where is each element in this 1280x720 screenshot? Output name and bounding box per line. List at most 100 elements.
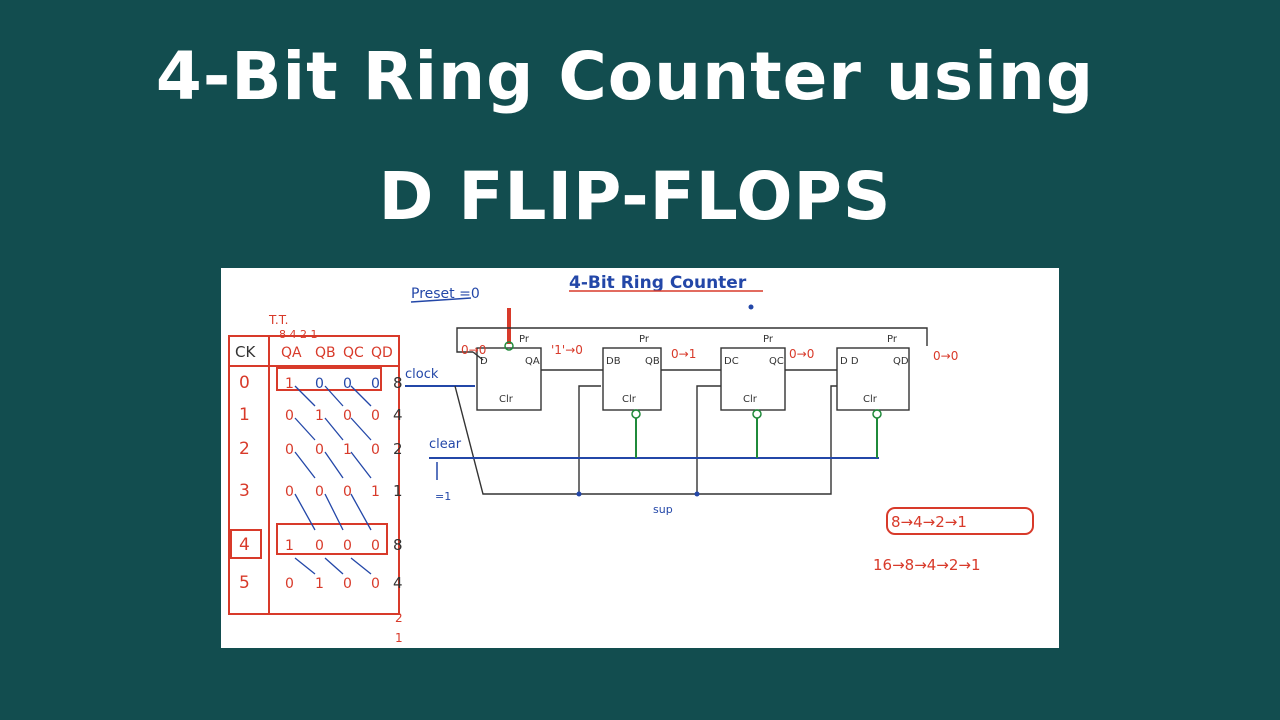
tt-q-cell: 0 [371,576,380,592]
tt-dec-cell: 1 [393,482,403,500]
preset-underline [410,297,472,303]
tt-q-cell: 1 [343,442,352,458]
tt-q-cell: 0 [371,408,380,424]
tt-header-qd: QD [371,345,393,361]
clear-bubble [872,409,882,419]
feedback-loop [456,327,928,353]
truth-table-border [228,335,400,615]
ff-q-label: QA [525,356,540,367]
ff-d-label: DC [724,356,739,367]
transition-1: '1'→0 [551,343,583,357]
tt-q-cell: 1 [285,538,294,554]
ff-q-label: QB [645,356,660,367]
ff-d-label: D D [840,356,859,367]
transition-0: 0→0 [461,343,486,357]
tt-ck-cell: 0 [239,373,250,393]
tt-q-cell: 0 [315,376,324,392]
ff-q-label: QD [893,356,909,367]
ff-pr-label: Pr [519,334,530,345]
tt-q-cell: 0 [315,538,324,554]
tt-q-cell: 0 [285,442,294,458]
diagram-heading: 4-Bit Ring Counter [569,273,747,293]
tt-q-cell: 0 [371,442,380,458]
ff-clr-label: Clr [863,394,878,405]
ff-d-label: D [480,356,488,367]
tt-ck-cell: 4 [239,535,250,555]
ff-clr-label: Clr [499,394,514,405]
tt-ck-cell: 3 [239,481,250,501]
shift-arrows [294,385,372,575]
tt-dec-cell: 4 [393,574,403,592]
tt-header-qc: QC [343,345,364,361]
tt-header-qa: QA [281,345,302,361]
clear-label: clear [429,437,462,452]
clock-ff3 [696,385,721,494]
row4-highlight [276,523,388,555]
page-title-line2: D FLIP-FLOPS [378,158,892,235]
clock-label: clock [405,367,439,382]
tt-q-cell: 0 [371,538,380,554]
junction-1 [576,491,582,497]
flip-flop-box [476,347,542,411]
ff-q-label: QC [769,356,784,367]
flip-flop-box [720,347,786,411]
weights-label: 8 4 2 1 [279,328,317,341]
transition-3: 0→0 [789,347,814,361]
tt-ck-cell: 2 [239,439,250,459]
ff-clr-label: Clr [743,394,758,405]
dot-marker [748,304,754,310]
tt-q-cell: 0 [343,408,352,424]
tt-q-cell: 1 [285,376,294,392]
sum-label: sup [653,503,673,516]
tt-q-cell: 0 [371,376,380,392]
ff-d-label: DB [606,356,621,367]
tt-q-cell: 0 [343,376,352,392]
ff-pr-label: Pr [763,334,774,345]
tt-ck-cell: 5 [239,573,250,593]
page-title-line1: 4-Bit Ring Counter using [155,38,1095,115]
tt-q-cell: 0 [315,484,324,500]
sequence1: 8→4→2→1 [891,513,967,531]
ff-clr-label: Clr [622,394,637,405]
clear-bubble [752,409,762,419]
tt-q-cell: 1 [315,576,324,592]
tt-dec-cell: 8 [393,374,403,392]
clear-value: =1 [435,490,451,503]
extra-value-1: 2 [395,611,403,625]
transition-2: 0→1 [671,347,696,361]
clock-ff2 [578,385,601,494]
tt-dec-cell: 2 [393,440,403,458]
tt-q-cell: 0 [343,538,352,554]
tt-q-cell: 0 [343,484,352,500]
tt-header-ck: CK [235,343,256,361]
ring-counter-diagram: 4-Bit Ring Counter Preset =0 T.T. 8 4 2 … [228,273,1034,645]
sequence2: 16→8→4→2→1 [873,556,981,574]
tt-ck-cell: 1 [239,405,250,425]
junction-2 [694,491,700,497]
ff-pr-label: Pr [639,334,650,345]
tt-q-cell: 0 [285,484,294,500]
tt-dec-cell: 8 [393,536,403,554]
tt-q-cell: 0 [315,442,324,458]
tt-q-cell: 1 [315,408,324,424]
extra-value-2: 1 [395,631,403,645]
ck4-highlight [230,529,262,559]
transition-4: 0→0 [933,349,958,363]
feedback-into-d [472,351,484,361]
preset-bubble [504,341,514,351]
tt-q-cell: 0 [343,576,352,592]
tt-dec-cell: 4 [393,406,403,424]
flip-flop-box [602,347,662,411]
tt-header-qb: QB [315,345,336,361]
ff-pr-label: Pr [887,334,898,345]
sequence1-box [886,507,1034,535]
whiteboard-diagram: 4-Bit Ring Counter Preset =0 T.T. 8 4 2 … [221,268,1059,648]
clear-bubble [631,409,641,419]
tt-q-cell: 0 [285,576,294,592]
